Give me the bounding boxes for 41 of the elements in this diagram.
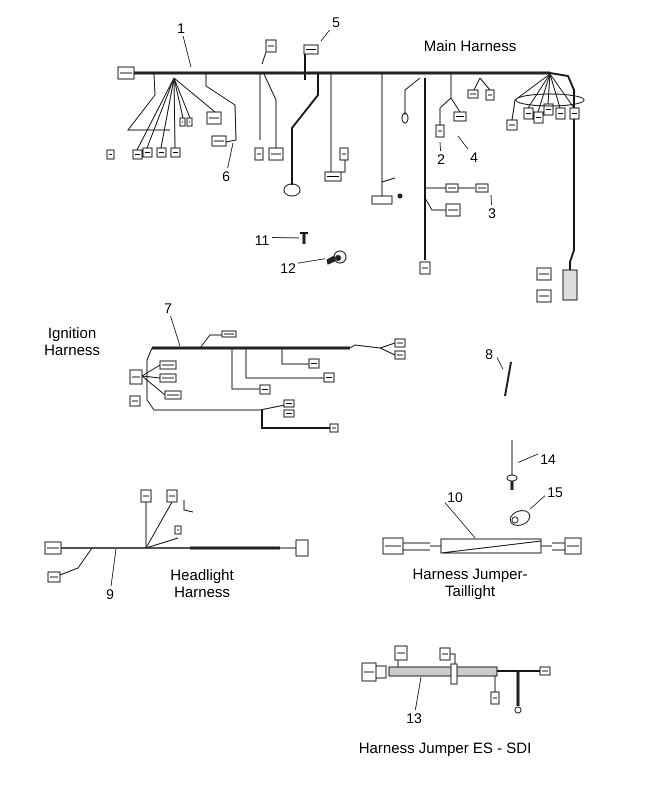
leader-line bbox=[530, 495, 546, 510]
leader-line bbox=[298, 258, 326, 264]
grommet-drawing bbox=[299, 231, 309, 245]
harness-title: Ignition Harness bbox=[43, 325, 101, 359]
leader-line bbox=[227, 142, 234, 168]
leader-line bbox=[490, 194, 492, 206]
callout-number: 8 bbox=[481, 346, 497, 362]
callout-number: 1 bbox=[173, 20, 189, 36]
leader-line bbox=[440, 142, 441, 152]
callout-number: 10 bbox=[445, 489, 465, 505]
socket-drawing bbox=[509, 509, 531, 527]
callout-number: 6 bbox=[218, 168, 234, 184]
callout-number: 12 bbox=[278, 260, 298, 276]
leader-line bbox=[110, 548, 116, 586]
harness-title: Headlight Harness bbox=[169, 567, 235, 601]
callout-number: 2 bbox=[433, 151, 449, 167]
leader-line bbox=[182, 36, 192, 68]
leader-line bbox=[320, 30, 330, 42]
leader-line bbox=[414, 676, 422, 710]
cable-tie-drawing bbox=[503, 360, 513, 398]
leader-line bbox=[272, 237, 300, 238]
callout-number: 7 bbox=[160, 300, 176, 316]
clip-drawing bbox=[325, 250, 347, 264]
pin-drawing bbox=[506, 438, 518, 492]
callout-number: 9 bbox=[102, 586, 118, 602]
callout-number: 11 bbox=[252, 232, 272, 248]
taillight-jumper-drawing bbox=[383, 538, 581, 554]
callout-number: 3 bbox=[484, 205, 500, 221]
leader-line bbox=[518, 454, 538, 463]
callout-number: 14 bbox=[538, 451, 558, 467]
callout-number: 13 bbox=[404, 710, 424, 726]
leader-line bbox=[444, 502, 476, 538]
harness-title: Harness Jumper ES - SDI bbox=[358, 740, 532, 757]
callout-number: 5 bbox=[328, 14, 344, 30]
leader-line bbox=[170, 316, 180, 346]
leader-line bbox=[496, 357, 504, 370]
callout-number: 15 bbox=[545, 484, 565, 500]
callout-number: 4 bbox=[466, 149, 482, 165]
harness-title: Main Harness bbox=[422, 38, 518, 55]
leader-line bbox=[458, 136, 468, 150]
harness-title: Harness Jumper-Taillight bbox=[411, 566, 529, 600]
